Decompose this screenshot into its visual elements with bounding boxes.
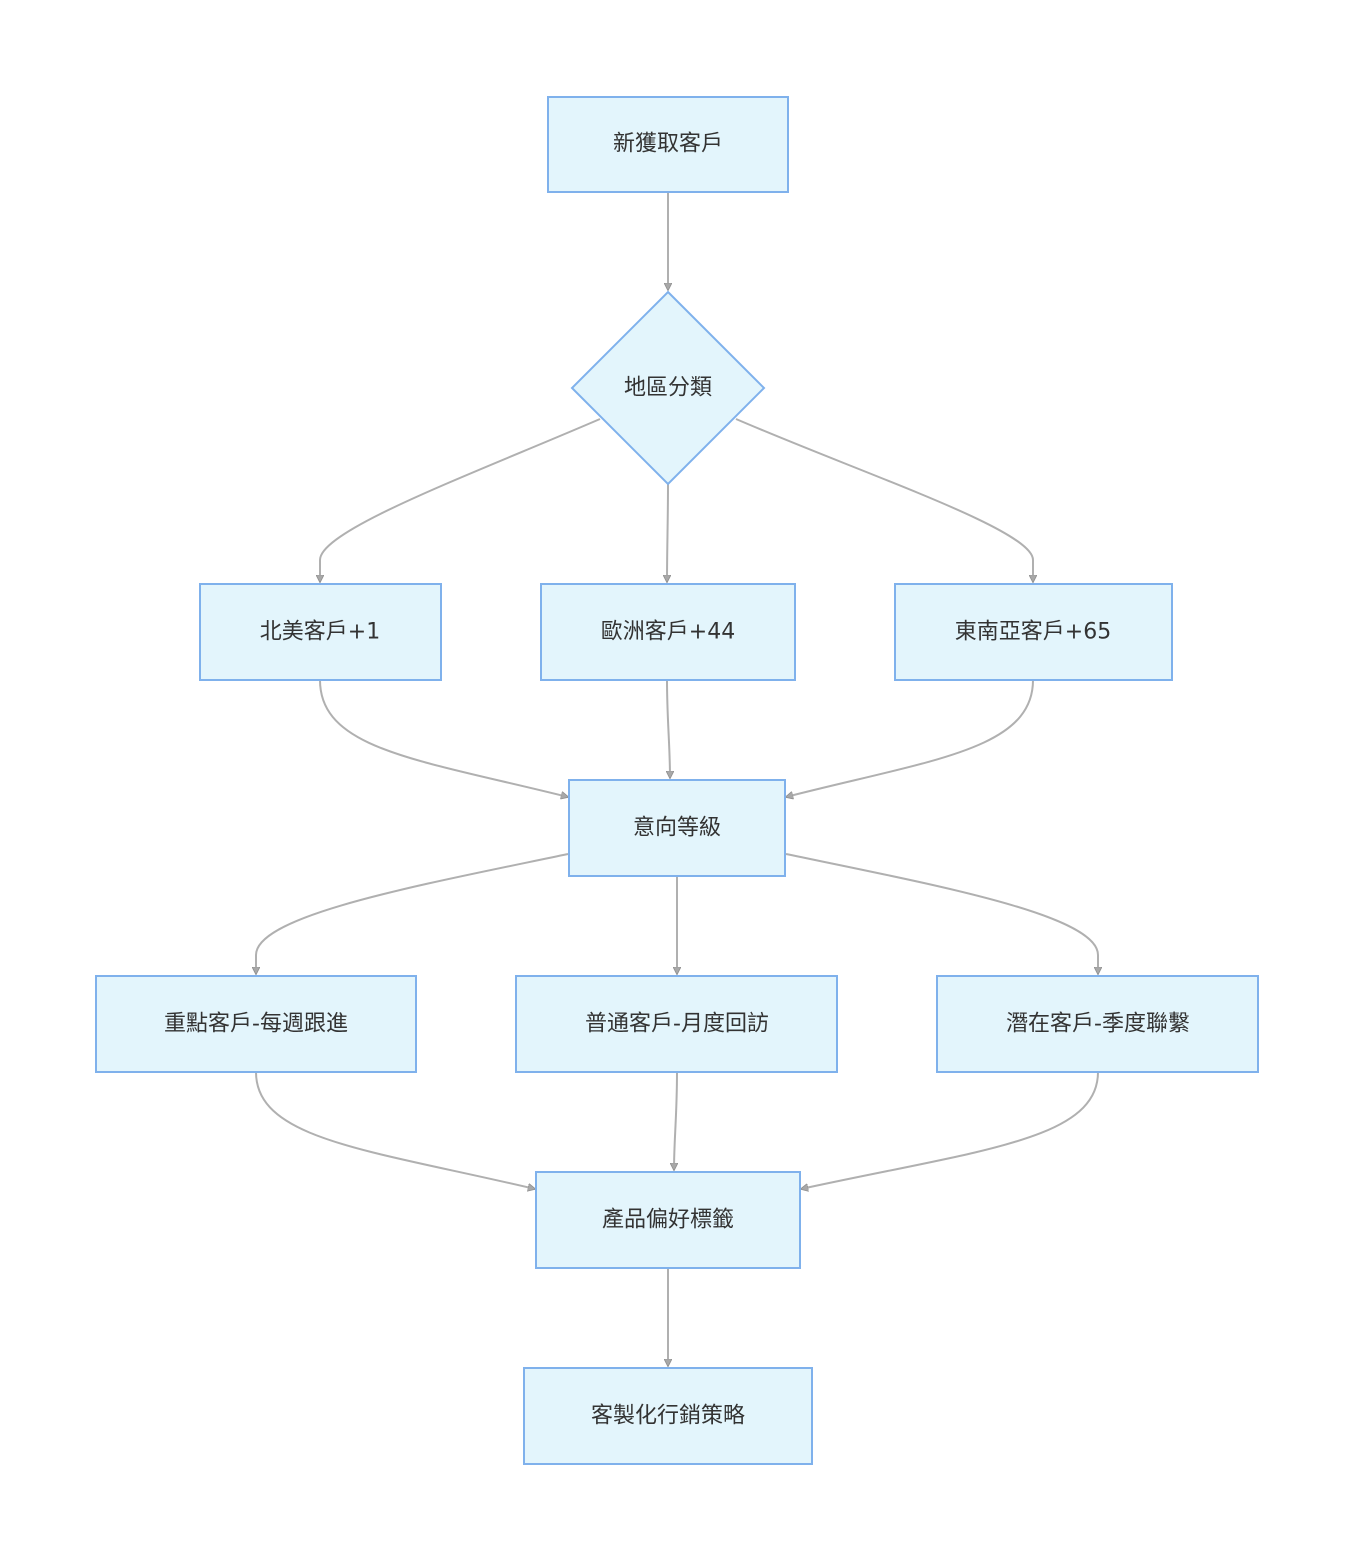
edge-intent-key: [256, 853, 569, 974]
edge-na-intent: [319, 679, 568, 797]
node-intent-label: 意向等級: [633, 816, 721, 841]
edge-region-sea: [735, 418, 1033, 582]
node-key: 重點客戶-每週跟進: [95, 975, 417, 1073]
node-region-label: 地區分類: [624, 376, 712, 401]
node-strategy-label: 客製化行銷策略: [591, 1404, 745, 1429]
node-tags-label: 產品偏好標籤: [602, 1208, 734, 1233]
nodes: 新獲取客戶 地區分類 北美客戶+1 歐洲客戶+44 東南亞客戶+65 意向等級 …: [95, 96, 1259, 1465]
node-strategy: 客製化行銷策略: [523, 1367, 813, 1465]
node-na-label: 北美客戶+1: [260, 620, 380, 645]
edge-sea-intent: [786, 679, 1034, 797]
node-start: 新獲取客戶: [547, 96, 789, 193]
node-sea: 東南亞客戶+65: [894, 583, 1173, 681]
edges: [256, 192, 1098, 1366]
node-region-decision: 地區分類: [570, 290, 766, 486]
edge-region-eu: [667, 483, 668, 582]
node-eu: 歐洲客戶+44: [540, 583, 796, 681]
edge-normal-tags: [674, 1071, 677, 1170]
node-sea-label: 東南亞客戶+65: [955, 620, 1111, 645]
edge-potential-tags: [801, 1071, 1099, 1189]
edge-intent-potential: [785, 853, 1098, 974]
node-start-label: 新獲取客戶: [613, 132, 723, 157]
edge-key-tags: [255, 1071, 535, 1189]
edge-eu-intent: [667, 679, 670, 778]
node-tags: 產品偏好標籤: [535, 1171, 801, 1269]
node-normal-label: 普通客戶-月度回訪: [585, 1012, 769, 1037]
node-eu-label: 歐洲客戶+44: [601, 620, 735, 645]
node-potential: 潛在客戶-季度聯繫: [936, 975, 1259, 1073]
node-potential-label: 潛在客戶-季度聯繫: [1006, 1012, 1190, 1037]
node-key-label: 重點客戶-每週跟進: [164, 1012, 348, 1037]
edge-region-na: [320, 418, 601, 582]
node-na: 北美客戶+1: [199, 583, 442, 681]
node-intent: 意向等級: [568, 779, 786, 877]
node-normal: 普通客戶-月度回訪: [515, 975, 838, 1073]
